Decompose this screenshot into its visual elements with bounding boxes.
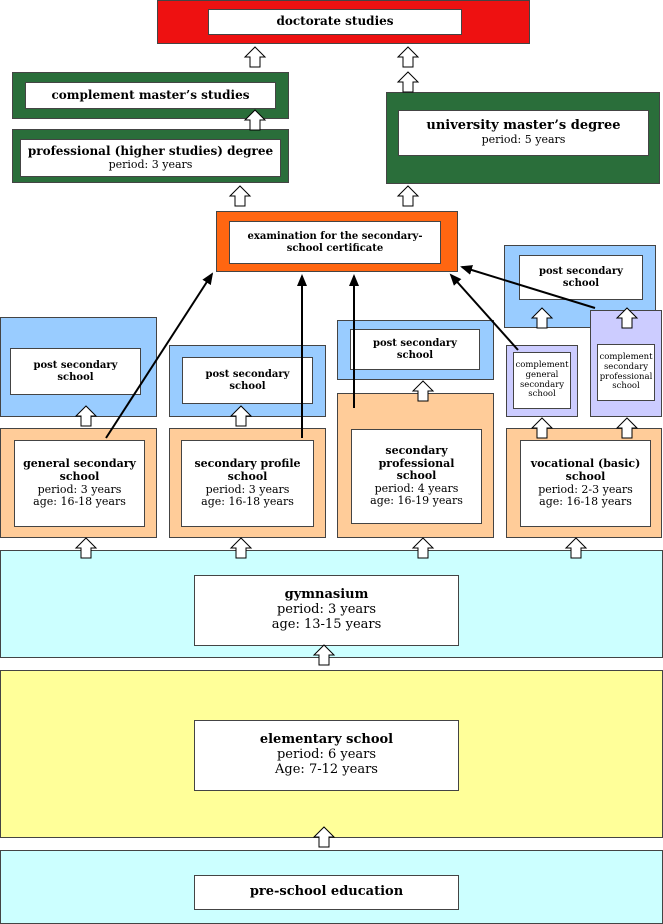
complement-professional-l2: secondary (603, 361, 649, 372)
secondary-professional-age: age: 16-19 years (370, 494, 463, 508)
professional-degree-block: professional (higher studies) degree per… (12, 129, 289, 183)
block-arrow-up-icon (397, 185, 419, 207)
secondary-professional-l2: professional (378, 456, 455, 470)
complement-professional-label: complement secondary professional school (597, 344, 655, 401)
exam-block: examination for the secondary- school ce… (216, 211, 458, 272)
post-secondary-block-1: post secondary school (0, 317, 157, 417)
vocational-l2: school (565, 469, 606, 483)
complement-general-block: complement general secondary school (506, 345, 578, 417)
secondary-profile-period: period: 3 years (205, 482, 290, 496)
vocational-block: vocational (basic) school period: 2-3 ye… (506, 428, 662, 538)
post-secondary-label-1: post secondary school (10, 348, 141, 395)
block-arrow-up-icon (244, 46, 266, 68)
general-secondary-block: general secondary school period: 3 years… (0, 428, 157, 538)
preschool-title: pre-school education (249, 884, 404, 900)
exam-line1: examination for the secondary- (247, 231, 423, 242)
complement-masters-title: complement master’s studies (51, 87, 250, 102)
elementary-label: elementary school period: 6 years Age: 7… (194, 720, 459, 791)
general-secondary-label: general secondary school period: 3 years… (14, 440, 145, 527)
block-arrow-up-icon (229, 185, 251, 207)
secondary-profile-label: secondary profile school period: 3 years… (181, 440, 314, 527)
post-secondary-line1: post secondary (33, 360, 118, 371)
block-arrow-up-icon (397, 71, 419, 93)
vocational-l1: vocational (basic) (530, 457, 641, 471)
professional-degree-label: professional (higher studies) degree per… (20, 139, 281, 177)
university-masters-block: university master’s degree period: 5 yea… (386, 92, 660, 184)
complement-professional-l4: school (612, 381, 640, 392)
post-secondary-line2: school (562, 277, 600, 289)
general-secondary-period: period: 3 years (37, 482, 122, 496)
post-secondary-block-3: post secondary school (337, 320, 494, 380)
post-secondary-label-3: post secondary school (350, 329, 480, 370)
post-secondary-line2: school (57, 371, 94, 383)
secondary-professional-label: secondary professional school period: 4 … (351, 429, 482, 524)
secondary-professional-period: period: 4 years (374, 481, 459, 495)
post-secondary-line2: school (396, 349, 434, 361)
secondary-profile-age: age: 16-18 years (201, 495, 294, 509)
post-secondary-line2: school (229, 380, 266, 392)
doctorate-title: doctorate studies (276, 14, 394, 29)
vocational-label: vocational (basic) school period: 2-3 ye… (520, 440, 651, 527)
professional-degree-period: period: 3 years (108, 157, 193, 171)
complement-professional-l3: professional (599, 371, 653, 382)
complement-general-l1: complement (515, 359, 569, 370)
gymnasium-label: gymnasium period: 3 years age: 13-15 yea… (194, 575, 459, 646)
vocational-age: age: 16-18 years (539, 495, 632, 509)
complement-general-l3: secondary (519, 379, 565, 390)
post-secondary-line1: post secondary (373, 338, 457, 349)
preschool-label: pre-school education (194, 875, 459, 910)
elementary-title: elementary school (259, 732, 394, 748)
secondary-profile-l2: school (227, 469, 268, 483)
post-secondary-label-right: post secondary school (519, 255, 643, 300)
preschool-block: pre-school education (0, 850, 663, 924)
elementary-period: period: 6 years (276, 747, 377, 763)
elementary-block: elementary school period: 6 years Age: 7… (0, 670, 663, 838)
exam-line2: school certificate (286, 242, 384, 254)
secondary-professional-block: secondary professional school period: 4 … (337, 393, 494, 538)
gymnasium-title: gymnasium (284, 587, 369, 603)
secondary-profile-l1: secondary profile (194, 457, 301, 471)
elementary-age: Age: 7-12 years (275, 761, 378, 777)
general-secondary-age: age: 16-18 years (33, 495, 126, 509)
doctorate-block: doctorate studies (157, 0, 530, 44)
complement-general-l2: general (525, 369, 559, 380)
secondary-profile-block: secondary profile school period: 3 years… (169, 428, 326, 538)
complement-professional-block: complement secondary professional school (590, 310, 662, 417)
block-arrow-up-icon (397, 46, 419, 68)
complement-general-l4: school (528, 389, 556, 400)
post-secondary-line1: post secondary (539, 266, 623, 277)
general-secondary-l1: general secondary (23, 457, 136, 471)
gymnasium-period: period: 3 years (276, 602, 377, 618)
gymnasium-age: age: 13-15 years (271, 616, 382, 632)
exam-label: examination for the secondary- school ce… (229, 221, 441, 264)
complement-masters-block: complement master’s studies (12, 72, 289, 119)
university-masters-period: period: 5 years (481, 133, 566, 147)
complement-general-label: complement general secondary school (513, 352, 571, 409)
general-secondary-l2: school (59, 469, 100, 483)
complement-professional-l1: complement (599, 351, 653, 362)
post-secondary-block-2: post secondary school (169, 345, 326, 417)
doctorate-label: doctorate studies (208, 9, 462, 35)
post-secondary-label-2: post secondary school (182, 357, 313, 404)
post-secondary-line1: post secondary (205, 369, 290, 380)
gymnasium-block: gymnasium period: 3 years age: 13-15 yea… (0, 550, 663, 658)
university-masters-title: university master’s degree (426, 118, 621, 134)
secondary-professional-l3: school (396, 469, 437, 483)
complement-masters-label: complement master’s studies (25, 82, 276, 109)
university-masters-label: university master’s degree period: 5 yea… (398, 110, 649, 156)
professional-degree-title: professional (higher studies) degree (27, 143, 274, 158)
vocational-period: period: 2-3 years (538, 482, 633, 496)
secondary-professional-l1: secondary (385, 443, 448, 457)
